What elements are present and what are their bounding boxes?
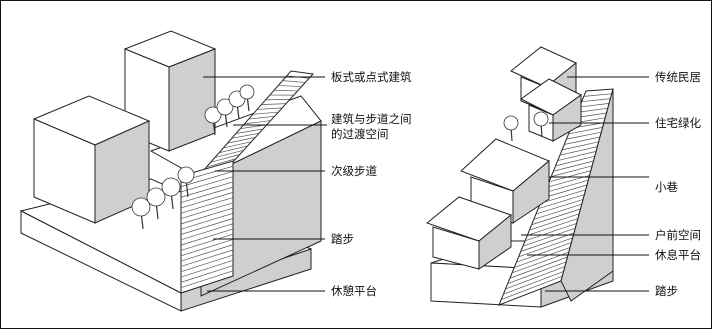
label-traditional-houses: 传统民居 xyxy=(655,70,701,84)
label-rest-platform: 休憩平台 xyxy=(331,284,377,298)
label-building: 板式或点式建筑 xyxy=(331,70,412,84)
label-transition-line1: 建筑与步道之间 xyxy=(331,112,412,126)
label-rest-platform-right: 休息平台 xyxy=(655,248,701,262)
left-diagram: 板式或点式建筑 建筑与步道之间 的过渡空间 次级步道 踏步 休憩平台 xyxy=(21,31,412,311)
residential-trees xyxy=(504,112,548,141)
label-alley: 小巷 xyxy=(655,180,678,194)
upper-building-side xyxy=(169,49,215,151)
label-secondary-path: 次级步道 xyxy=(331,164,377,178)
label-steps-right: 踏步 xyxy=(655,284,678,298)
label-front-space: 户前空间 xyxy=(655,228,701,242)
label-steps: 踏步 xyxy=(331,232,354,246)
label-transition-line2: 的过渡空间 xyxy=(331,127,389,141)
right-diagram: 传统民居 住宅绿化 小巷 户前空间 休息平台 踏步 xyxy=(427,47,701,307)
label-residential-greening: 住宅绿化 xyxy=(655,116,701,130)
